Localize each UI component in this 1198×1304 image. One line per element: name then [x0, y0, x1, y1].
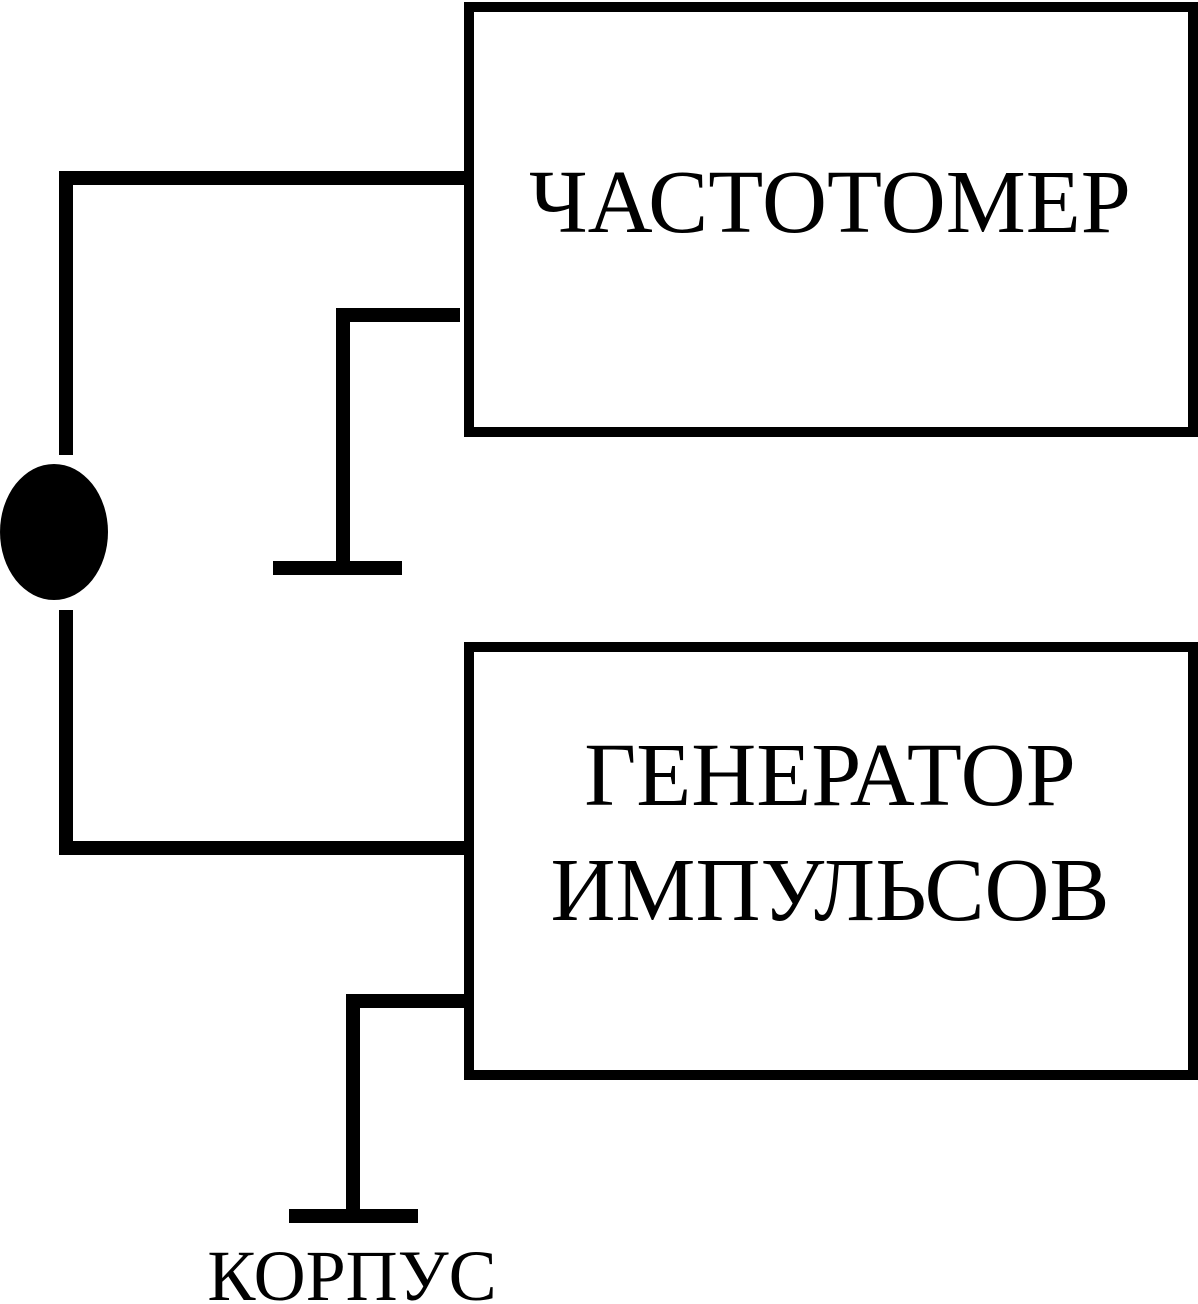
wire-bottom: [59, 610, 469, 855]
wire-meter-ground: [336, 308, 460, 568]
pulse-generator-block: [464, 642, 1198, 1080]
wire-top: [59, 171, 469, 455]
pulse-generator-label-2: ИМПУЛЬСОВ: [550, 841, 1109, 940]
sensor-node: [0, 464, 108, 600]
wire-generator-ground: [346, 994, 469, 1216]
ground-label: КОРПУС: [207, 1236, 496, 1304]
frequency-meter-block: [464, 2, 1198, 437]
frequency-meter-label: ЧАСТОТОМЕР: [529, 153, 1131, 252]
pulse-generator-label-1: ГЕНЕРАТОР: [584, 726, 1075, 825]
